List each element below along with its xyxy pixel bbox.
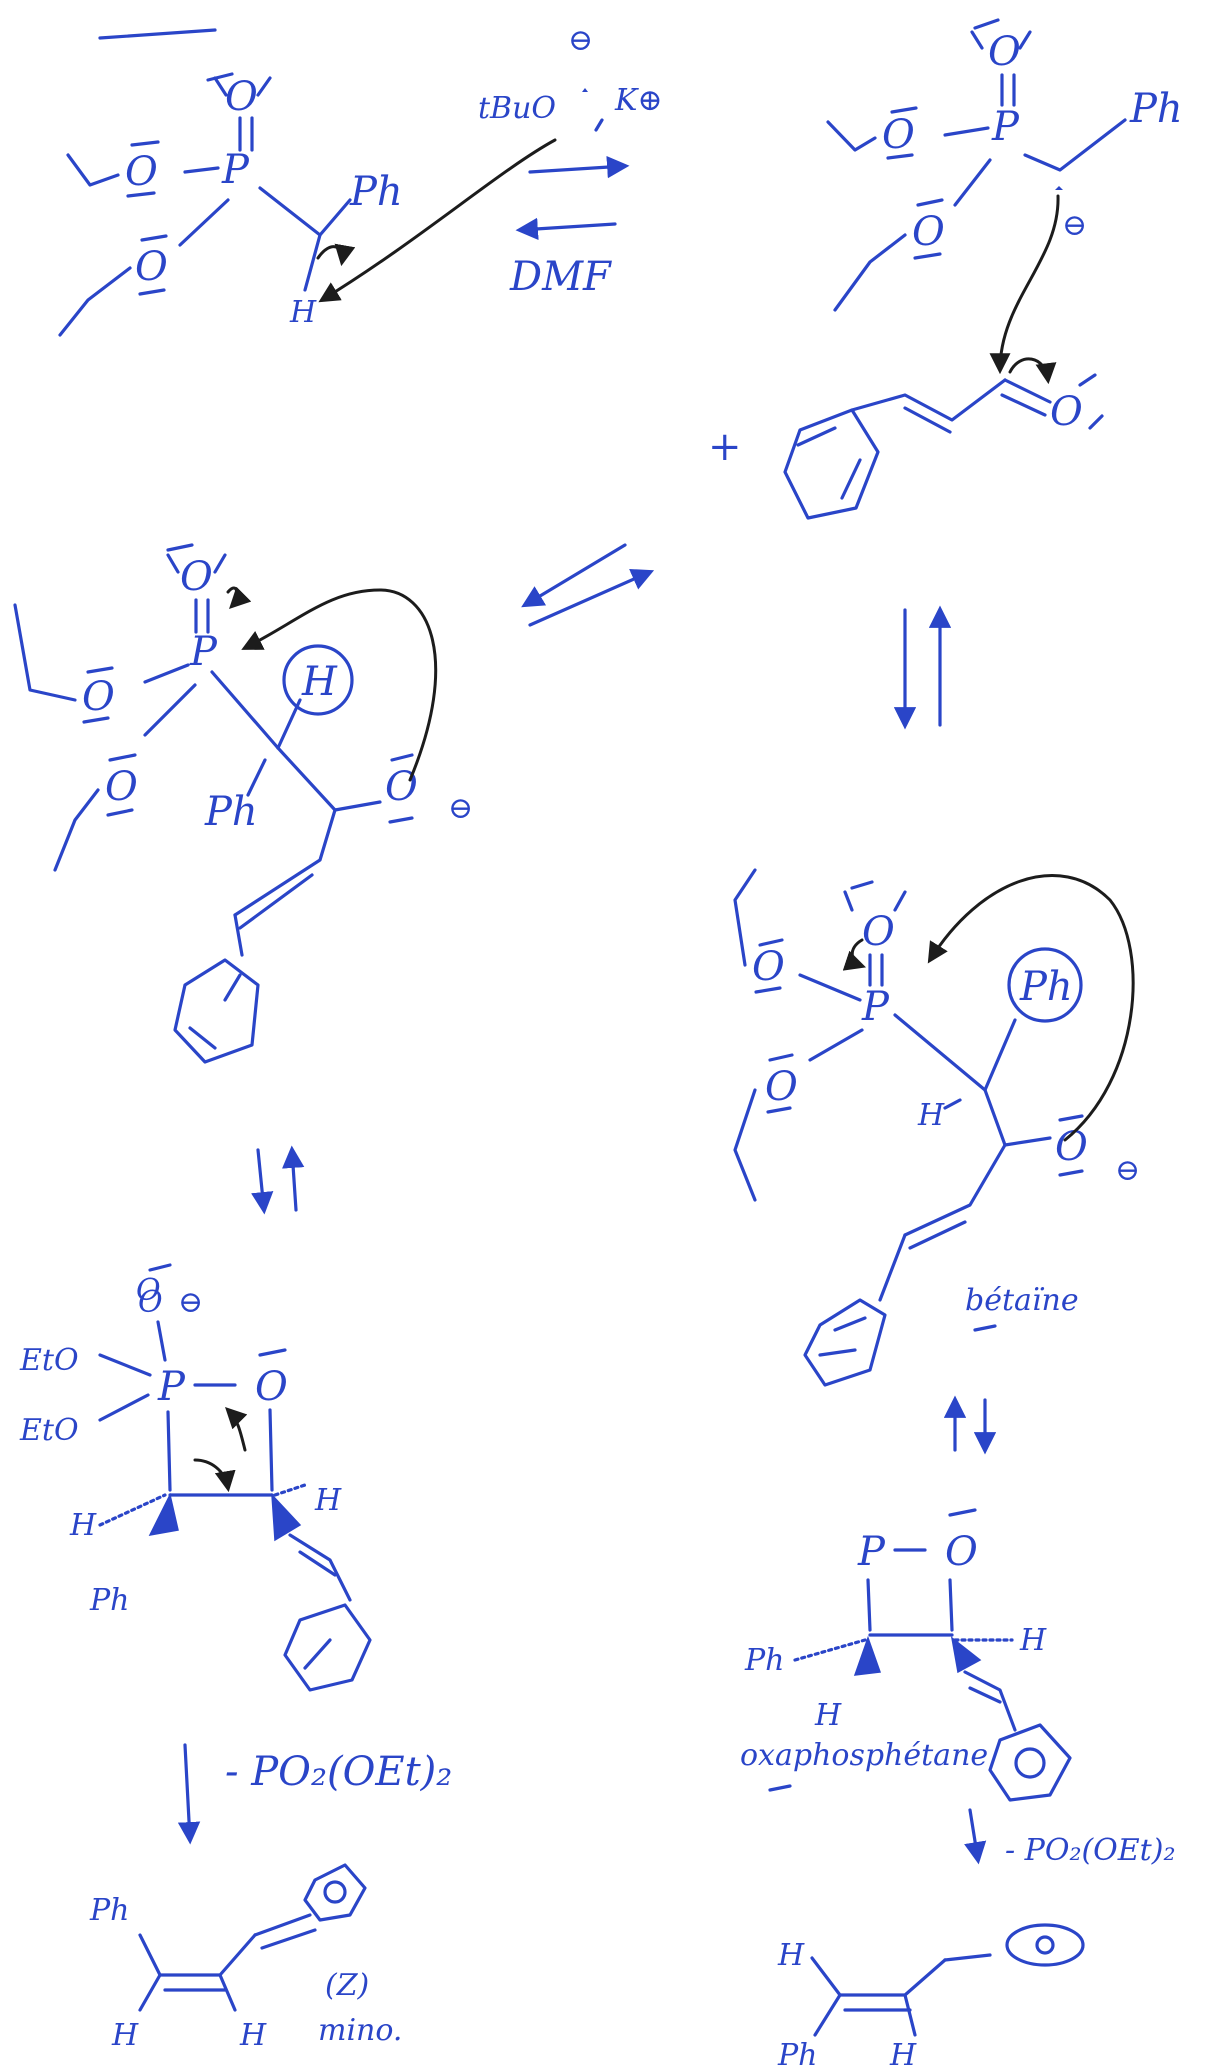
circled-phenyl — [1007, 947, 1083, 1023]
hydrogen-label: H — [314, 1483, 342, 1518]
addition-equilibrium — [521, 543, 655, 627]
phenyl-label: Ph — [89, 1893, 130, 1928]
hydrogen-label: H — [777, 1938, 805, 1973]
alkoxide-adduct-left: P O O O H Ph O ⊖ — [13, 543, 473, 1064]
oxygen-label: O — [945, 1529, 978, 1575]
hydrogen-label: H — [889, 2038, 917, 2071]
betaine-label: bétaïne — [965, 1283, 1079, 1318]
hydrogen-label: H — [111, 2018, 139, 2053]
oxygen-label: O — [912, 209, 945, 255]
counterion-label: K⊕ — [614, 83, 663, 118]
oxygen-label: O — [862, 909, 895, 955]
nucleophilic-attack-arrow — [989, 194, 1060, 375]
ethoxy-label: EtO — [19, 1413, 79, 1448]
hydrogen-label: H — [1019, 1623, 1047, 1658]
circled-hydrogen — [282, 644, 354, 716]
phenyl-label: Ph — [204, 789, 258, 835]
deprotonation-equilibrium: DMF — [509, 155, 630, 300]
elimination-label: - PO₂(OEt)₂ — [1005, 1833, 1175, 1868]
oxygen-label: O — [105, 764, 138, 810]
oxygen-label: O — [988, 29, 1021, 75]
deprotonation-arrow — [318, 138, 557, 303]
minus-charge: ⊖ — [1062, 208, 1087, 243]
minus-charge: ⊖ — [1115, 1153, 1140, 1188]
oxaphosphetane-right: P O Ph H H oxaphosphétane — [740, 1508, 1072, 1802]
cyclization-arrow-right — [927, 874, 1135, 1142]
minus-charge: ⊖ — [178, 1285, 203, 1320]
hydrogen-label: H — [301, 659, 338, 705]
phosphorus-label: P — [221, 147, 250, 193]
oxygen-label: O — [255, 1364, 288, 1410]
phosphorus-label: P — [861, 984, 890, 1030]
oxygen-label: O — [752, 944, 785, 990]
phenyl-label: Ph — [777, 2038, 818, 2071]
phenyl-label: Ph — [89, 1583, 130, 1618]
phenyl-label: Ph — [744, 1643, 785, 1678]
minus-charge: ⊖ — [568, 23, 593, 58]
oxygen-label: O — [138, 1285, 163, 1320]
base-reagent: ⊖ tBuO K⊕ — [478, 23, 663, 132]
base-label: tBuO — [478, 91, 556, 126]
phosphorus-label: P — [991, 104, 1020, 150]
oxygen-label: O — [180, 554, 213, 600]
oxygen-label: O — [225, 74, 258, 120]
cyclization-arrow-left — [241, 588, 438, 782]
plus-sign: + — [708, 424, 742, 470]
oxygen-label: O — [135, 244, 168, 290]
hydrogen-label: H — [239, 2018, 267, 2053]
phosphorus-label: P — [857, 1529, 886, 1575]
carbanion-structure: P O O O Ph ⊖ — [826, 18, 1183, 312]
phenyl-label: Ph — [349, 169, 403, 215]
cyclization-equilibrium-left — [251, 1145, 305, 1215]
oxaphosphetane-label: oxaphosphétane — [740, 1738, 988, 1773]
oxaphosphetane-left: O EtO EtO O ⊖ P O H Ph H — [19, 1263, 372, 1692]
ethoxy-label: EtO — [19, 1343, 79, 1378]
oxygen-label: O — [1050, 389, 1083, 435]
elimination-step-left: - PO₂(OEt)₂ — [177, 1743, 452, 1845]
phenyl-label: Ph — [1129, 86, 1183, 132]
phosphorus-label: P — [157, 1364, 186, 1410]
betaine-structure: P O O O Ph H O ⊖ b — [733, 868, 1140, 1387]
oxygen-label: O — [765, 1064, 798, 1110]
elimination-label: - PO₂(OEt)₂ — [225, 1749, 452, 1795]
oxygen-label: O — [82, 674, 115, 720]
elimination-step-right: - PO₂(OEt)₂ — [964, 1808, 1175, 1868]
solvent-label: DMF — [509, 254, 612, 300]
oxygen-label: O — [136, 1273, 161, 1308]
header-underline — [98, 28, 217, 40]
cyclization-equilibrium-right — [943, 1395, 997, 1455]
cinnamaldehyde-structure: O — [783, 357, 1104, 520]
minus-charge: ⊖ — [448, 791, 473, 826]
minor-label: mino. — [318, 2013, 402, 2048]
z-diene-product: Ph H H (Z) mino. — [89, 1863, 402, 2053]
oxygen-label: O — [125, 149, 158, 195]
hydrogen-label: H — [917, 1098, 945, 1133]
phenyl-label: Ph — [1019, 964, 1073, 1010]
hydrogen-label: H — [69, 1508, 97, 1543]
e-diene-product: H Ph H — [777, 1923, 1085, 2071]
hydrogen-label: H — [814, 1698, 842, 1733]
oxygen-label: O — [1055, 1124, 1088, 1170]
attack-equilibrium — [893, 605, 952, 730]
z-isomer-label: (Z) — [325, 1968, 369, 2003]
benzylphosphonate-structure: P O O O Ph H — [58, 72, 403, 337]
phosphorus-label: P — [189, 629, 218, 675]
oxygen-label: O — [882, 112, 915, 158]
hydrogen-label: H — [289, 295, 317, 330]
